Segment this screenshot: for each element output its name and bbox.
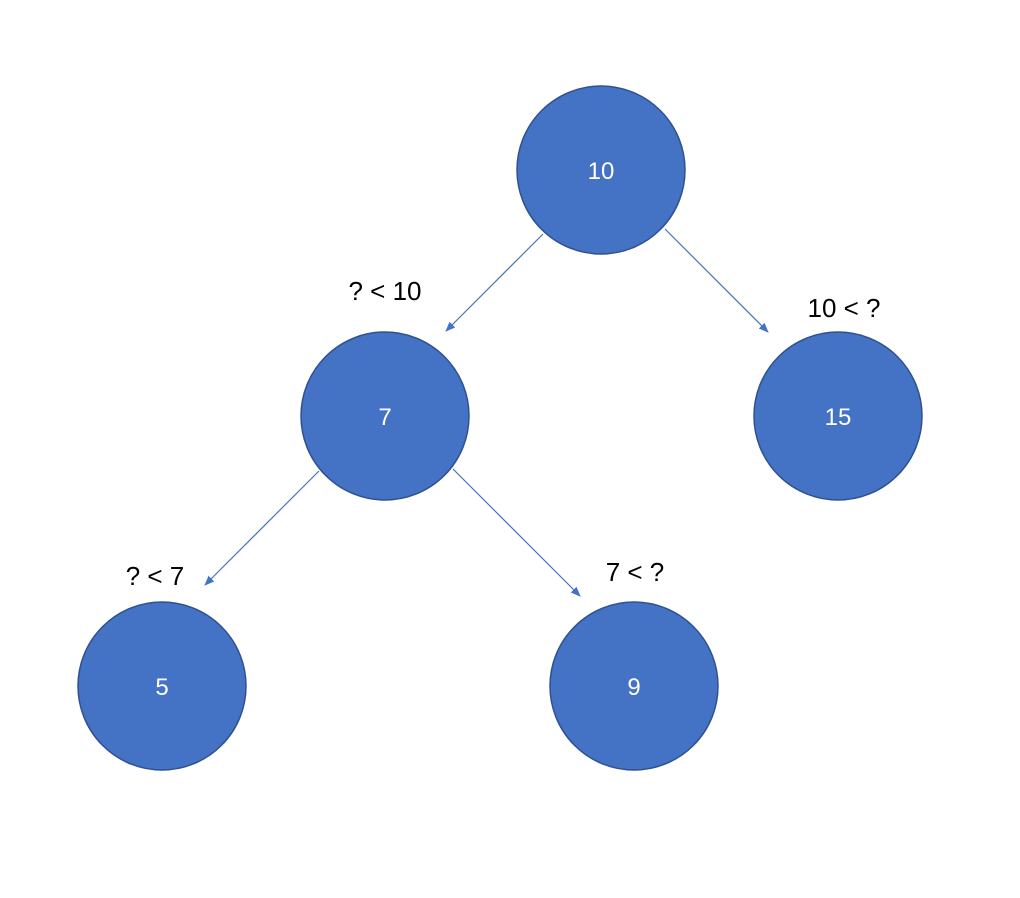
node-circle (300, 331, 470, 501)
node-circle (549, 601, 719, 771)
edge-10-to-15 (664, 228, 769, 333)
node-circle (753, 331, 923, 501)
edge-7-to-5 (204, 470, 320, 586)
edge-7-to-9 (452, 468, 581, 597)
tree-node-15: 15 (753, 331, 923, 501)
tree-node-9: 9 (549, 601, 719, 771)
edge-labels: ? < 10 10 < ? ? < 7 7 < ? (126, 276, 881, 591)
edge-label-10-to-15: 10 < ? (807, 293, 880, 323)
tree-node-7: 7 (300, 331, 470, 501)
edge-label-7-to-9: 7 < ? (606, 557, 665, 587)
node-label: 7 (378, 404, 391, 431)
tree-node-5: 5 (77, 601, 247, 771)
node-label: 10 (588, 158, 615, 185)
tree-node-10: 10 (516, 85, 686, 255)
edge-label-7-to-5: ? < 7 (126, 561, 185, 591)
node-label: 5 (155, 674, 168, 701)
node-label: 15 (825, 404, 852, 431)
edges (204, 228, 769, 597)
node-label: 9 (627, 674, 640, 701)
edge-10-to-7 (445, 233, 544, 332)
edge-label-10-to-7: ? < 10 (348, 276, 421, 306)
node-circle (77, 601, 247, 771)
node-circle (516, 85, 686, 255)
